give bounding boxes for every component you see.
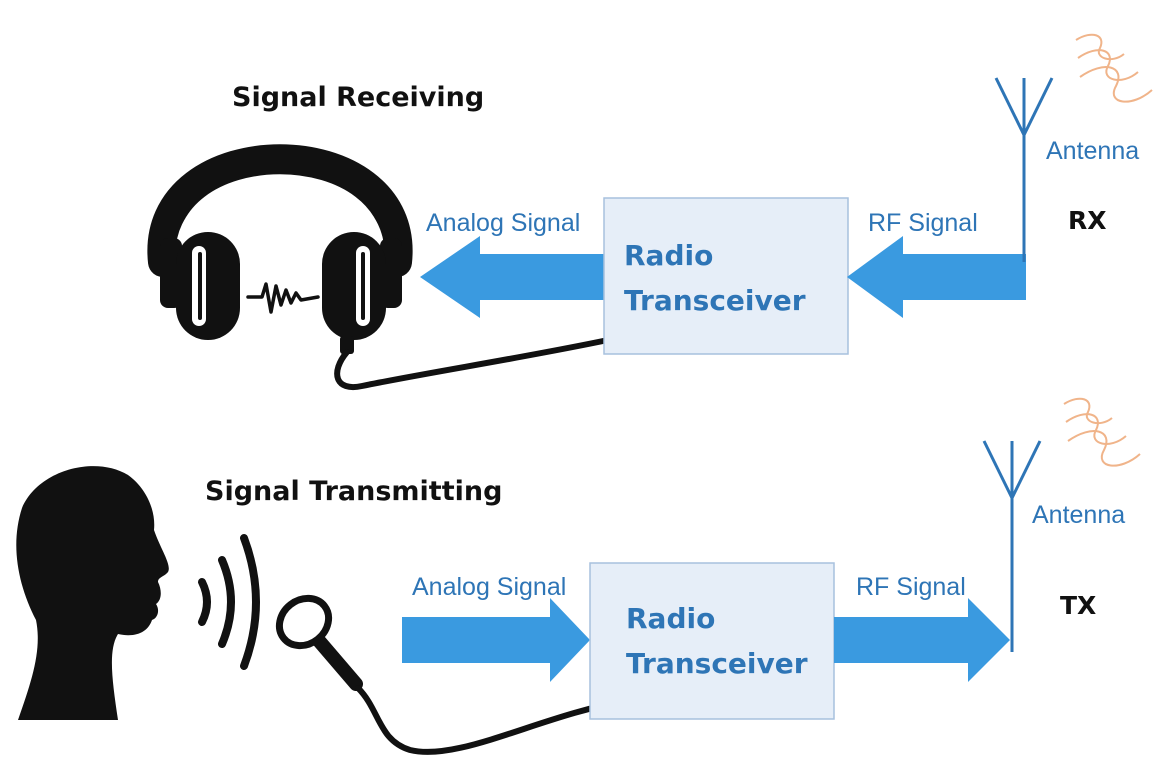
- headphone-cable: [334, 334, 625, 391]
- receive-title: Signal Receiving: [232, 82, 484, 113]
- transmit-section: Signal Transmitting Analog Signal Radio …: [16, 397, 1141, 755]
- transmit-antenna-label: Antenna: [1032, 501, 1125, 529]
- receive-rf-label: RF Signal: [868, 209, 978, 237]
- voice-waves-icon: [198, 534, 260, 670]
- transmit-mode-label: TX: [1060, 591, 1096, 620]
- radio-waves-icon: [1063, 397, 1141, 467]
- receive-transceiver-box: Radio Transceiver: [603, 197, 849, 355]
- receive-box-line2: Transceiver: [624, 284, 806, 317]
- microphone-icon: [275, 594, 633, 755]
- transmit-rf-label: RF Signal: [856, 573, 966, 601]
- sound-wave-icon: [246, 282, 320, 314]
- radio-waves-icon: [1075, 33, 1153, 103]
- transmit-rf-arrow: [834, 598, 1010, 682]
- receive-antenna-label: Antenna: [1046, 137, 1139, 165]
- receive-section: Signal Receiving Analog Signal: [147, 33, 1153, 391]
- headphones-icon: [147, 144, 625, 391]
- microphone-cable: [355, 685, 633, 755]
- antenna-icon: [982, 440, 1042, 652]
- speaking-head-icon: [16, 466, 169, 720]
- transmit-box-line2: Transceiver: [626, 647, 808, 680]
- receive-mode-label: RX: [1068, 206, 1107, 235]
- receive-analog-arrow: [420, 236, 604, 318]
- transmit-analog-arrow: [402, 598, 590, 682]
- receive-analog-label: Analog Signal: [426, 209, 580, 237]
- antenna-icon: [994, 77, 1054, 262]
- transmit-transceiver-box: Radio Transceiver: [589, 562, 835, 720]
- receive-rf-arrow: [847, 236, 1026, 318]
- transmit-box-line1: Radio: [626, 602, 715, 635]
- transmit-title: Signal Transmitting: [205, 476, 502, 507]
- receive-box-line1: Radio: [624, 239, 713, 272]
- transmit-analog-label: Analog Signal: [412, 573, 566, 601]
